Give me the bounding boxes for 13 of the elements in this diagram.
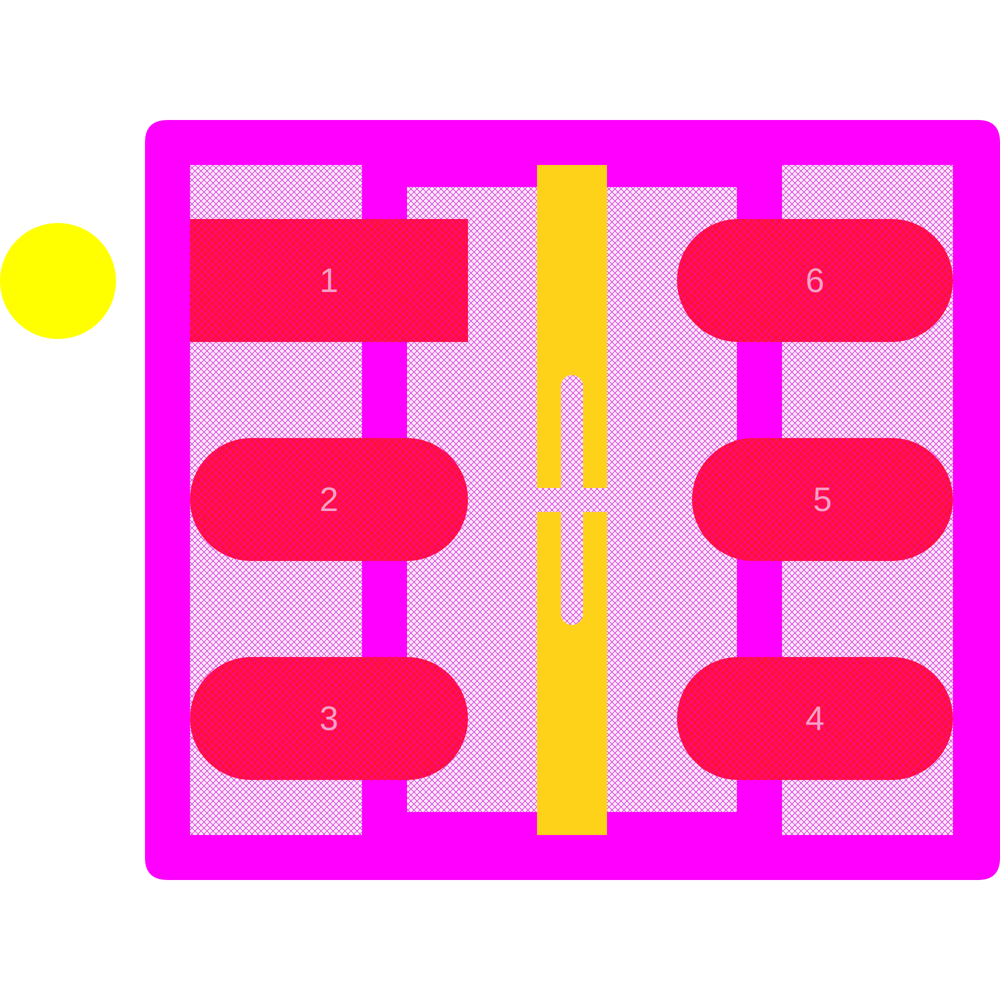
solder-pad xyxy=(190,657,468,780)
pin-number: 1 xyxy=(320,264,338,298)
solder-pad xyxy=(677,219,953,342)
pin-number: 3 xyxy=(320,702,338,736)
solder-pad xyxy=(692,438,953,561)
pin-number: 6 xyxy=(806,264,824,298)
pin-number: 2 xyxy=(320,482,338,516)
pin-number: 5 xyxy=(813,482,832,516)
pin-number: 4 xyxy=(806,702,824,736)
solder-pad xyxy=(190,219,468,342)
solder-pad xyxy=(677,657,953,780)
pin-one-marker xyxy=(0,223,116,339)
solder-pad xyxy=(190,438,468,561)
